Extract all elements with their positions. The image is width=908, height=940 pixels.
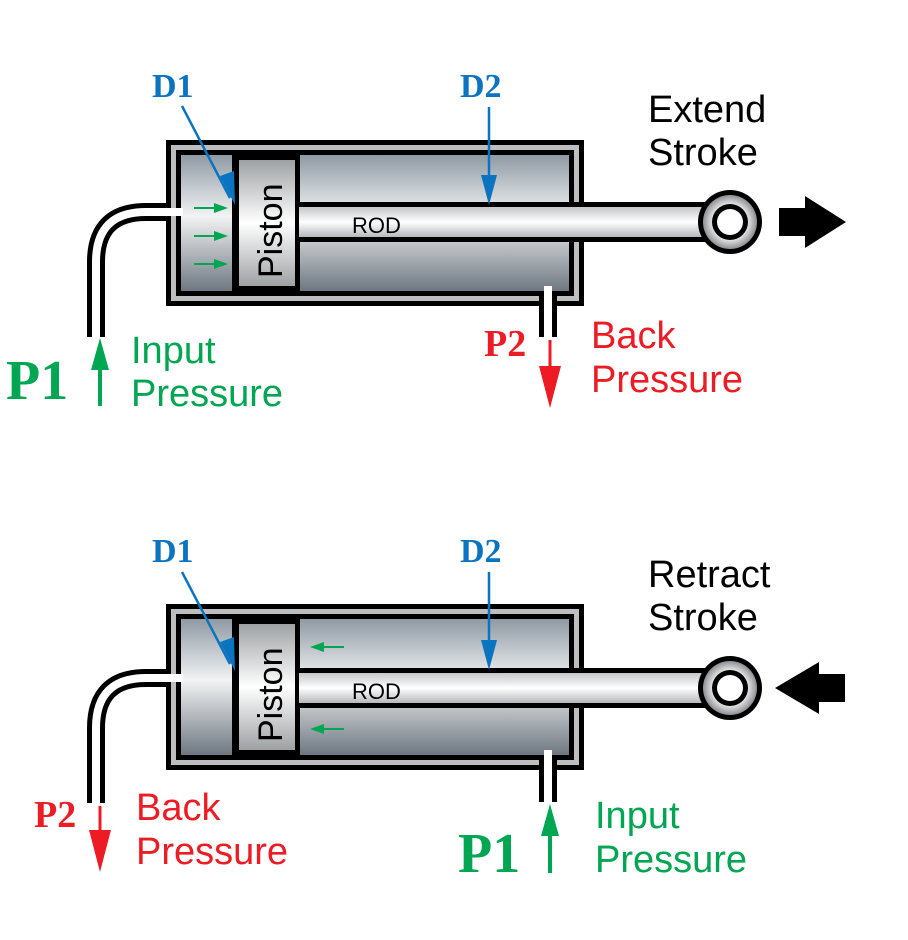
extend-stroke-panel: Piston ROD D1 D2 Extend Stroke P [6,68,846,415]
piston [235,620,299,754]
input-pressure-symbol: P1 [6,350,68,412]
back-pressure-line1: Back [591,315,676,357]
d2-label: D2 [460,533,502,570]
d1-label: D1 [152,68,194,105]
d1-pointer-arrow [180,105,232,199]
cap-end-pipe [87,669,185,803]
input-pressure-line2: Pressure [595,839,747,881]
rod-end-pipe [539,750,557,802]
piston [235,156,299,290]
retract-stroke-panel: Piston ROD D1 D2 Retract Stroke P2 [34,533,845,885]
input-pressure-line1: Input [131,330,216,372]
flow-arrows-left [310,642,344,734]
back-pressure-down-arrow-icon [89,806,111,872]
flow-arrows-right [194,203,228,269]
d1-label: D1 [152,533,194,570]
input-pressure-symbol: P1 [458,823,520,885]
cap-chamber [181,619,232,755]
input-pressure-line2: Pressure [131,373,283,415]
input-pressure-line1: Input [595,795,680,837]
piston-label: Piston [252,648,290,743]
back-pressure-line2: Pressure [136,831,288,873]
cap-end-pipe [87,203,185,337]
rod-label: ROD [352,213,401,238]
stroke-title-line2: Stroke [648,597,758,639]
input-pressure-up-arrow-icon [541,804,559,873]
back-pressure-symbol: P2 [34,794,76,836]
back-pressure-symbol: P2 [484,323,526,365]
d1-pointer-arrow [180,571,232,665]
stroke-title-line1: Retract [648,554,771,596]
stroke-direction-left-arrow-icon [775,662,845,714]
rod [297,656,762,720]
stroke-title-line2: Stroke [648,132,758,174]
rod-end-pipe [539,286,557,337]
back-pressure-line2: Pressure [591,359,743,401]
d2-label: D2 [460,68,502,105]
back-pressure-line1: Back [136,787,221,829]
stroke-direction-right-arrow-icon [779,196,846,248]
input-pressure-up-arrow-icon [91,338,109,406]
stroke-title-line1: Extend [648,89,766,131]
rod [297,190,762,254]
rod-label: ROD [352,679,401,704]
back-pressure-down-arrow-icon [539,340,561,408]
piston-label: Piston [252,184,290,279]
